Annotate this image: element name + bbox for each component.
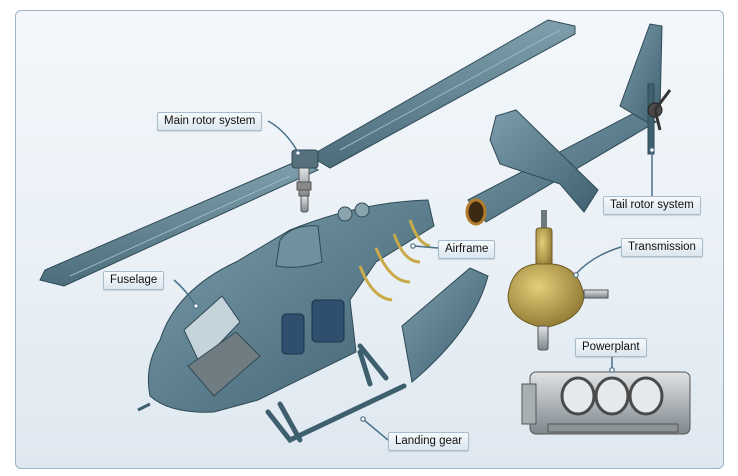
leader-line-ends	[193, 147, 655, 422]
horizontal-stabilizer	[489, 109, 599, 213]
powerplant-engine	[521, 371, 691, 435]
side-panel	[401, 267, 489, 383]
fuselage-body	[137, 199, 435, 413]
cabin-door-window-2	[311, 299, 345, 343]
cabin-door-window-1	[281, 313, 305, 355]
leader-transmission	[575, 246, 622, 275]
transmission-unit	[507, 210, 609, 351]
leader-landing-gear	[363, 419, 389, 441]
label-powerplant: Powerplant	[575, 338, 647, 357]
label-tail-rotor-system: Tail rotor system	[603, 196, 701, 215]
leader-fuselage	[173, 279, 197, 307]
main-rotor-blades	[39, 19, 576, 287]
label-main-rotor-system: Main rotor system	[157, 112, 263, 131]
label-transmission: Transmission	[621, 238, 703, 257]
tail-boom	[465, 23, 672, 226]
engine-cowling	[275, 225, 323, 268]
rotor-hub	[291, 149, 319, 213]
leader-airframe	[413, 245, 439, 249]
leader-lines	[173, 120, 653, 441]
label-landing-gear: Landing gear	[388, 432, 470, 451]
landing-gear-skids	[265, 343, 407, 444]
label-fuselage: Fuselage	[103, 271, 165, 290]
leader-main-rotor	[267, 120, 299, 153]
cabin-interior	[187, 331, 261, 397]
tail-boom-opening	[465, 198, 487, 226]
label-airframe: Airframe	[438, 240, 496, 259]
airframe-structure	[358, 219, 431, 302]
windshield	[183, 295, 241, 365]
